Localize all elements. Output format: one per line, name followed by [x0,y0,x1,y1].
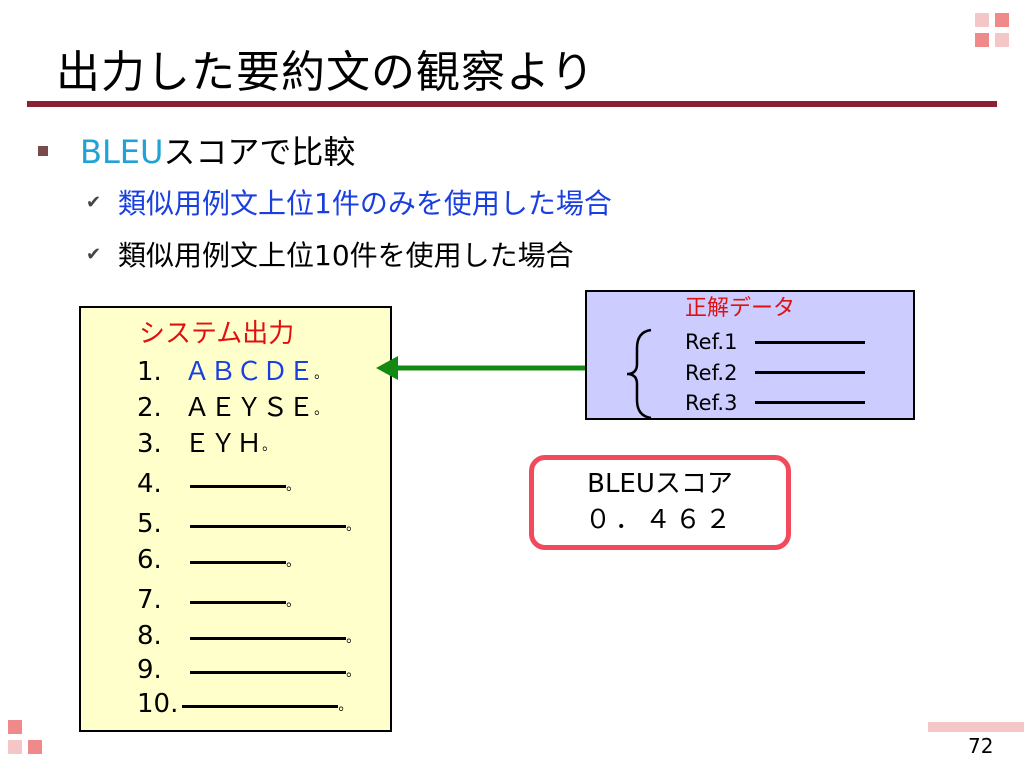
row-number: 3. [137,429,162,459]
row-period: 。 [314,366,329,382]
output-row: 2. ＡＥＹＳＥ。 [137,392,328,428]
row-number: 2. [137,393,162,423]
footer-bar [928,722,1024,732]
output-row: 8. 。 [137,620,360,656]
row-number: 7. [137,585,162,615]
reference-line [755,371,865,374]
output-row: 5. 。 [137,508,360,544]
main-bullet: BLEUスコアで比較 [80,132,355,172]
output-row: 3. ＥＹＨ。 [137,428,276,464]
slide-title: 出力した要約文の観察より [56,47,596,98]
bleu-score-label: BLEUスコア [587,469,733,499]
row-number: 6. [137,545,162,575]
output-row: 1. ＡＢＣＤＥ。 [137,356,328,392]
bullet-text: スコアで比較 [163,133,356,171]
row-number: 9. [137,655,162,685]
row-text: ＡＢＣＤＥ [184,357,315,387]
row-period: 。 [346,518,361,534]
output-row: 4. 。 [137,468,300,504]
system-output-title: システム出力 [139,319,295,349]
reference-title: 正解データ [685,296,796,321]
bullet-marker [38,146,48,156]
row-period: 。 [346,664,361,680]
reference-label: Ref.2 [685,361,738,385]
bleu-score-box: BLEUスコア ０．４６２ [529,455,791,550]
output-row: 6. 。 [137,544,300,580]
output-row: 10. 。 [137,688,352,724]
bleu-score-value: ０．４６２ [584,505,735,535]
row-number: 8. [137,621,162,651]
sentence-line [190,525,347,528]
row-number: 4. [137,469,162,499]
sub-bullet-1: 類似用例文上位1件のみを使用した場合 [118,187,612,220]
row-period: 。 [286,594,301,610]
row-period: 。 [286,478,301,494]
row-period: 。 [338,698,353,714]
page-number: 72 [968,734,994,758]
reference-label: Ref.1 [685,330,738,354]
row-number: 1. [137,357,162,387]
system-output-box: システム出力 1. ＡＢＣＤＥ。 2. ＡＥＹＳＥ。 3. ＥＹＨ。 4. 。 … [79,306,392,732]
reference-line [755,401,865,404]
sentence-line [190,671,347,674]
row-period: 。 [286,554,301,570]
row-number: 10. [137,689,179,719]
row-period: 。 [262,438,277,454]
sentence-line [190,637,347,640]
row-period: 。 [346,630,361,646]
bleu-term: BLEU [80,133,164,171]
brace-icon [626,328,652,420]
reference-line [755,341,865,344]
row-number: 5. [137,509,162,539]
row-text: ＡＥＹＳＥ [184,393,315,423]
row-text: ＥＹＨ [184,429,263,459]
check-icon: ✔ [86,192,102,213]
sentence-line [190,561,287,564]
reference-label: Ref.3 [685,391,738,415]
check-icon: ✔ [86,244,102,265]
sentence-line [190,485,287,488]
output-row: 7. 。 [137,584,300,620]
output-row: 9. 。 [137,654,360,690]
row-period: 。 [314,402,329,418]
sentence-line [182,705,339,708]
title-rule [27,101,997,107]
reference-box: 正解データ Ref.1 Ref.2 Ref.3 [585,290,915,420]
sub-bullet-2: 類似用例文上位10件を使用した場合 [118,239,574,272]
sentence-line [190,601,287,604]
